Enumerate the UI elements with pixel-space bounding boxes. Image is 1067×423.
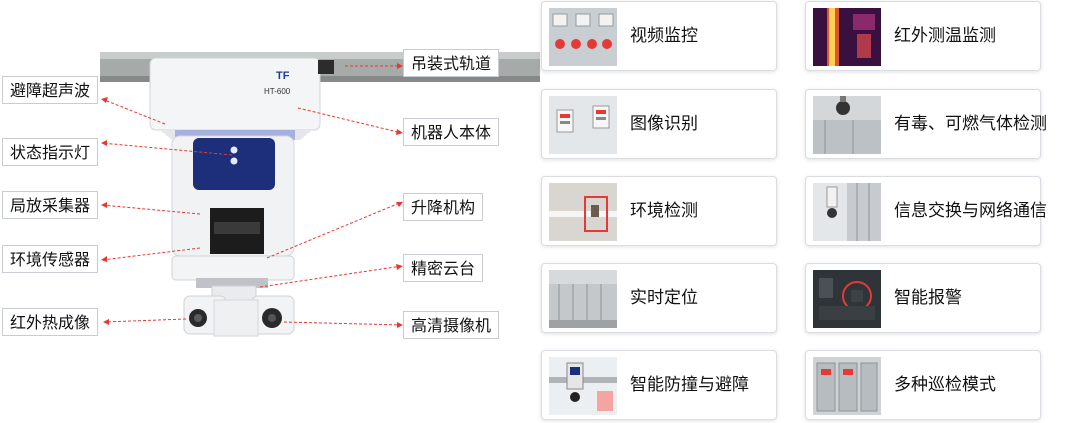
detection-frame-icon [549,183,617,241]
thumb-collision-avoidance [549,357,617,415]
feature-card-gas-detection: 有毒、可燃气体检测 [805,89,1047,159]
thumb-gas-detection [813,96,881,154]
feature-card-network: 信息交换与网络通信 [805,176,1047,246]
feature-card-image-recognition: 图像识别 [541,89,777,159]
thumb-video-monitoring [549,8,617,66]
panel-lights-icon [549,8,617,66]
feature-card-environment: 环境检测 [541,176,777,246]
thumb-environment [549,183,617,241]
thumb-network [813,183,881,241]
ceiling-camera-icon [813,96,881,154]
feature-card-video: 视频监控 [541,1,777,71]
feature-label: 视频监控 [630,26,698,46]
brand-mark: TF [276,70,290,82]
model-text: HT-600 [264,87,291,96]
robot-illustration: TF HT-600 [100,52,540,337]
connector-arrows [101,63,403,328]
feature-label: 信息交换与网络通信 [894,201,1047,221]
feature-card-ir-temperature: 红外测温监测 [805,1,1041,71]
thumb-ir-temperature [813,8,881,66]
label-pd-collector: 局放采集器 [2,191,99,219]
label-body: 机器人本体 [403,118,500,146]
meter-panel-icon [549,96,617,154]
lift-mechanism [171,255,295,288]
feature-label: 环境检测 [630,201,698,221]
feature-label: 有毒、可燃气体检测 [894,114,1047,134]
robot-obstacle-icon [549,357,617,415]
camera-unit [183,285,295,337]
thermal-image-icon [813,8,881,66]
label-ir-imaging: 红外热成像 [2,308,99,336]
switchgear-icon [813,357,881,415]
label-lift: 升降机构 [403,193,484,221]
thumb-positioning [549,270,617,328]
feature-card-inspection-modes: 多种巡检模式 [805,350,1041,420]
alarm-panel-icon [813,270,881,328]
feature-label: 实时定位 [630,288,698,308]
feature-card-alarm: 智能报警 [805,263,1041,333]
label-ultrasonic: 避障超声波 [2,76,99,104]
feature-label: 多种巡检模式 [894,375,996,395]
label-hd-camera: 高清摄像机 [403,311,500,339]
label-status-light: 状态指示灯 [2,138,99,166]
pd-collector-window [210,208,264,254]
label-env-sensor: 环境传感器 [2,245,99,273]
label-gimbal: 精密云台 [403,254,484,282]
thumb-image-recognition [549,96,617,154]
cabinet-row-icon [549,270,617,328]
corridor-robot-icon [813,183,881,241]
feature-card-collision-avoidance: 智能防撞与避障 [541,350,777,420]
thumb-alarm [813,270,881,328]
connector-lines [101,65,403,326]
label-rail: 吊装式轨道 [403,49,500,77]
feature-card-positioning: 实时定位 [541,263,777,333]
status-light [230,146,238,154]
feature-label: 图像识别 [630,114,698,134]
robot-body: TF HT-600 [149,57,334,140]
thumb-inspection-modes [813,357,881,415]
feature-label: 红外测温监测 [894,26,996,46]
feature-label: 智能报警 [894,288,962,308]
feature-label: 智能防撞与避障 [630,375,749,395]
